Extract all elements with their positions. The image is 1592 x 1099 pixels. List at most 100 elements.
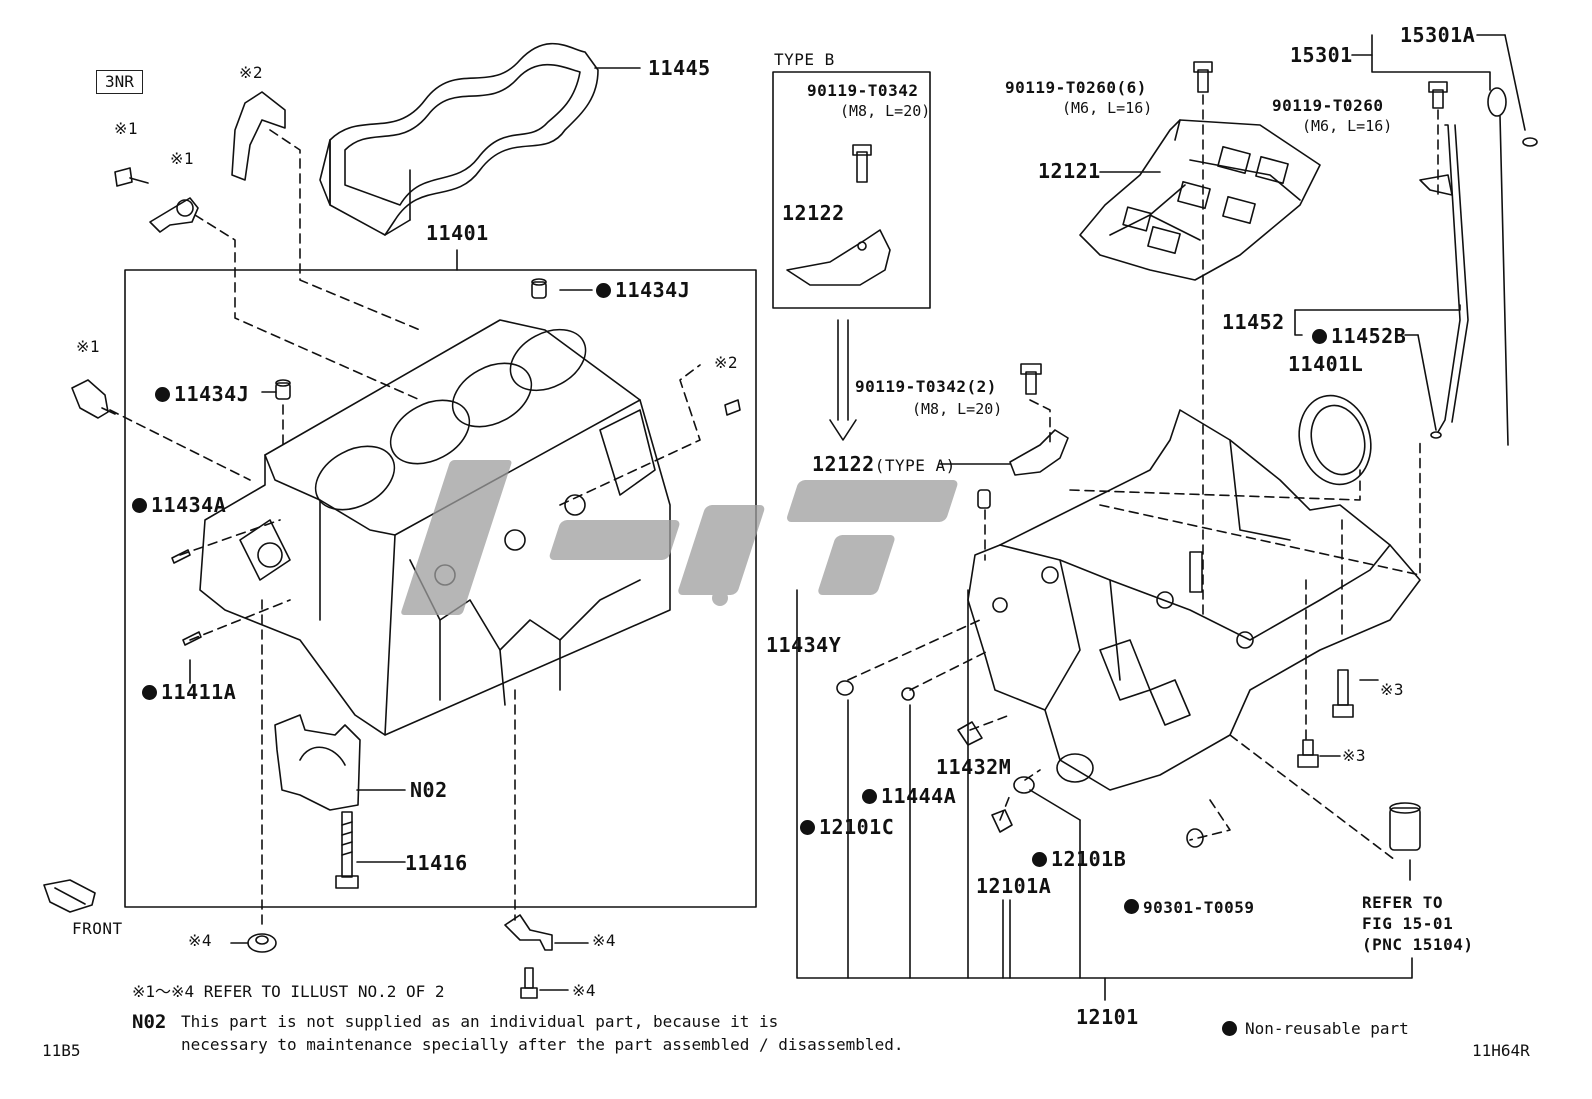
ref4-oil-jet [504, 914, 553, 951]
part-12101C-oring [836, 680, 854, 696]
non-reusable-dot-icon [1222, 1021, 1237, 1036]
type-b-arrow-icon [829, 319, 857, 441]
label-ref4-b: ※4 [592, 931, 617, 950]
legend-non-reusable: Non-reusable part [1222, 1018, 1409, 1040]
ref3-bolt-upper [1332, 669, 1354, 718]
label-90301-T0059: 90301-T0059 [1124, 899, 1254, 917]
ref4-bolt [520, 967, 538, 999]
baffle-bolt-6 [1193, 61, 1213, 93]
ref1-pressure-switch [71, 379, 116, 419]
part-12101-crankcase [967, 409, 1421, 791]
ref3-bolt-lower [1297, 739, 1319, 768]
bracket-12101 [796, 589, 1413, 1001]
label-11416: 11416 [405, 851, 468, 875]
part-11445-insulator [319, 42, 599, 236]
label-type-a-bolt-spec: (M8, L=20) [912, 400, 1003, 418]
bore-1 [314, 445, 396, 511]
label-ref2-a: ※2 [239, 63, 264, 82]
label-dipstick-bolt-spec: (M6, L=16) [1302, 117, 1393, 135]
part-11434J-dowel-top [531, 278, 547, 299]
part-12121-baffle [1079, 119, 1321, 281]
type-b-label: TYPE B [774, 50, 835, 69]
label-12101B: 12101B [1032, 848, 1126, 870]
ref2-bracket [231, 91, 286, 181]
note-refer-illust: ※1～※4 REFER TO ILLUST NO.2 OF 2 [132, 982, 445, 1001]
label-ref4-c: ※4 [572, 981, 597, 1000]
non-reusable-dot-icon [862, 789, 877, 804]
label-12122-type-b: 12122 [782, 201, 845, 225]
label-refer-pnc: (PNC 15104) [1362, 935, 1474, 954]
non-reusable-dot-icon [132, 498, 147, 513]
part-15301A-oring [1522, 137, 1538, 147]
label-12101: 12101 [1076, 1005, 1139, 1029]
label-11432M: 11432M [936, 755, 1012, 779]
part-11434Y-dowel [977, 489, 991, 509]
part-N02-bearing-cap [274, 714, 361, 811]
part-12122-bracket-type-a [1009, 429, 1069, 476]
non-reusable-dot-icon [155, 387, 170, 402]
part-11401-cylinder-block [199, 319, 671, 736]
watermark [401, 460, 958, 615]
label-type-b-bolt-code: 90119-T0342 [807, 81, 919, 100]
label-ref4-a: ※4 [188, 931, 213, 950]
front-arrow-icon [43, 879, 96, 913]
ref1-knock-sensor [149, 197, 199, 233]
part-11432M-plug [957, 721, 983, 746]
part-11452B-oring [1430, 431, 1442, 439]
label-12101A: 12101A [976, 874, 1052, 898]
part-15301-dipstick [1487, 87, 1509, 446]
corner-code-left: 11B5 [42, 1041, 81, 1060]
label-11444A: 11444A [862, 785, 956, 807]
label-11401L: 11401L [1288, 352, 1364, 376]
front-label: FRONT [72, 919, 123, 938]
label-ref3-b: ※3 [1342, 746, 1367, 765]
note-n02-line2: necessary to maintenance specially after… [181, 1035, 904, 1054]
bore-3 [451, 362, 533, 428]
dipstick-bolt [1428, 81, 1448, 109]
label-11411A: 11411A [142, 681, 236, 703]
label-11445: 11445 [648, 56, 711, 80]
ref1-bolt [114, 167, 149, 187]
label-11452B: 11452B [1312, 325, 1406, 347]
part-11444A-oring [901, 687, 915, 701]
label-11434Y: 11434Y [766, 633, 842, 657]
label-11434A: 11434A [132, 494, 226, 516]
part-11434A-pin [171, 549, 191, 564]
label-11434J-mid: 11434J [155, 383, 249, 405]
bracket-15301 [1371, 34, 1491, 91]
label-baffle-bolt-code: 90119-T0260(6) [1005, 78, 1147, 97]
non-reusable-dot-icon [800, 820, 815, 835]
label-12121: 12121 [1038, 159, 1101, 183]
label-ref1-c: ※1 [76, 337, 101, 356]
label-dipstick-bolt-code: 90119-T0260 [1272, 96, 1384, 115]
ref2-pin [724, 399, 741, 416]
part-11416-bolt [335, 811, 359, 889]
bracket-11452 [1294, 304, 1461, 311]
ref4-nut [247, 933, 277, 953]
oil-filter [1389, 802, 1421, 851]
engine-code-box: 3NR [96, 70, 143, 94]
label-ref1-a: ※1 [114, 119, 139, 138]
type-a-bolt [1020, 363, 1042, 395]
label-11452: 11452 [1222, 310, 1285, 334]
label-11401: 11401 [426, 221, 489, 245]
label-N02: N02 [410, 778, 448, 802]
part-12122-bracket-type-b [786, 229, 891, 286]
type-b-frame [772, 71, 931, 309]
part-11434J-dowel-mid [275, 379, 291, 400]
corner-code-right: 11H64R [1472, 1041, 1530, 1060]
label-15301A: 15301A [1400, 23, 1476, 47]
label-ref2-b: ※2 [714, 353, 739, 372]
label-12122-type-a: 12122(TYPE A) [812, 452, 956, 476]
non-reusable-dot-icon [1124, 899, 1139, 914]
bore-4 [509, 328, 587, 392]
assembly-dashes [109, 94, 1439, 931]
leader-lines [189, 34, 1526, 991]
note-n02-line1: This part is not supplied as an individu… [181, 1012, 779, 1031]
label-11434J-top: 11434J [596, 279, 690, 301]
label-type-a-bolt-code: 90119-T0342(2) [855, 377, 997, 396]
label-refer-to: REFER TO [1362, 893, 1444, 912]
label-type-b-bolt-spec: (M8, L=20) [840, 102, 931, 120]
label-ref1-b: ※1 [170, 149, 195, 168]
